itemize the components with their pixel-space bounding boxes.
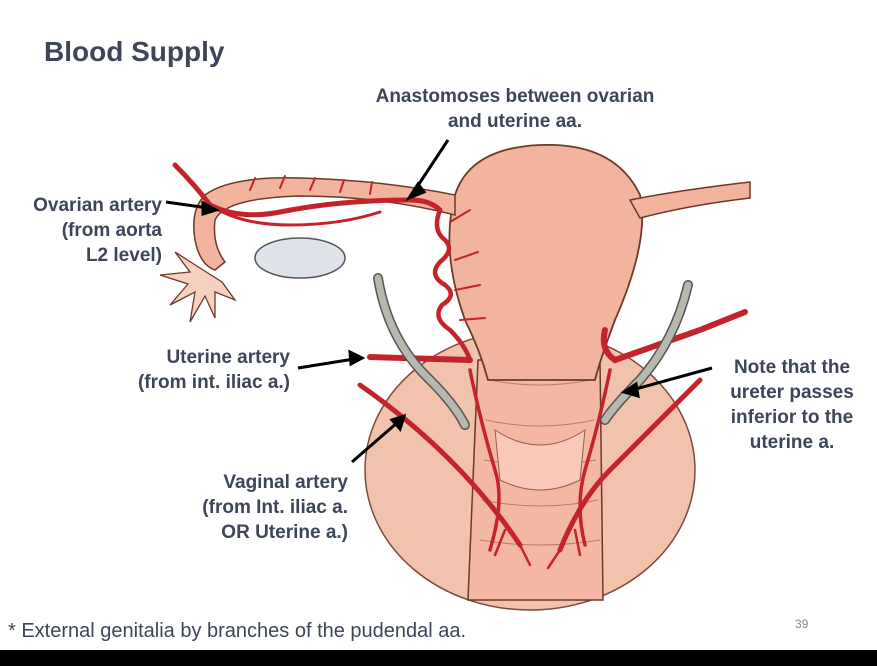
slide: Blood Supply bbox=[8, 36, 854, 642]
ovarian-artery-drawing bbox=[172, 162, 443, 227]
label-ureter-note: Note that the ureter passes inferior to … bbox=[730, 357, 854, 453]
arrow-anastomoses bbox=[413, 139, 450, 191]
arrow-uterine bbox=[297, 357, 355, 370]
footnote: * External genitalia by branches of the … bbox=[8, 620, 467, 642]
arrow-ovarian bbox=[165, 200, 209, 210]
label-vaginal-artery: Vaginal artery (from Int. iliac a. OR Ut… bbox=[202, 472, 348, 543]
ureter-drawing bbox=[373, 273, 693, 430]
label-anastomoses: Anastomoses between ovarian and uterine … bbox=[375, 86, 655, 132]
arrow-vaginal bbox=[351, 420, 399, 464]
pointer-arrows bbox=[165, 139, 713, 464]
pelvic-anatomy-illustration bbox=[159, 139, 751, 611]
uterus-drawing bbox=[448, 143, 644, 381]
bottom-bar bbox=[0, 650, 877, 666]
label-uterine-artery: Uterine artery (from int. iliac a.) bbox=[137, 347, 290, 393]
page-number: 39 bbox=[795, 617, 809, 631]
right-uterine-tube bbox=[628, 181, 751, 219]
ovary-drawing bbox=[254, 237, 346, 279]
label-ovarian-artery: Ovarian artery (from aorta L2 level) bbox=[33, 195, 162, 266]
arrow-ureter bbox=[631, 366, 713, 392]
slide-title: Blood Supply bbox=[44, 36, 225, 67]
fimbriae-drawing bbox=[159, 251, 237, 323]
vaginal-artery-drawing bbox=[357, 368, 703, 570]
uterine-artery-drawing bbox=[367, 207, 748, 364]
